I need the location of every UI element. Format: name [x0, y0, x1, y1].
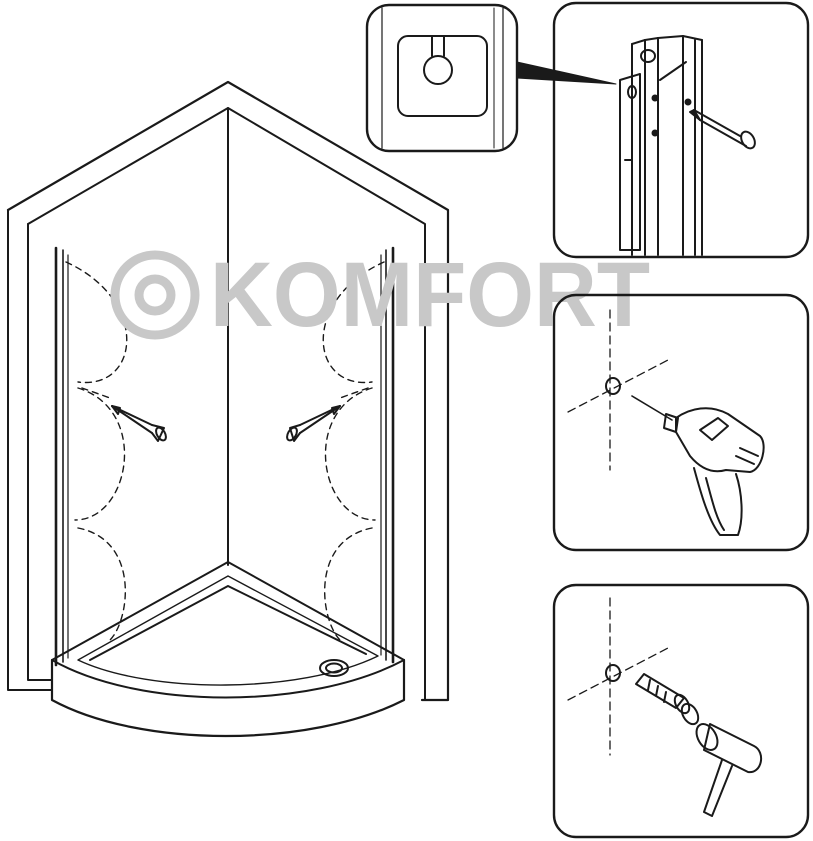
hammer-icon: [692, 720, 761, 816]
pencil-icon: [112, 406, 168, 442]
drain: [320, 660, 348, 676]
corner-walls: [8, 82, 448, 700]
detail-zoom-panel: [367, 5, 616, 151]
wall-plug-icon: [636, 674, 702, 727]
left-door-dashed-arcs: [66, 262, 127, 640]
right-door-dashed-arcs: [323, 262, 384, 640]
left-wall-profile: [56, 248, 68, 665]
pencil-icon: [285, 406, 340, 442]
shower-tray: [52, 562, 404, 736]
drill-panel: [554, 295, 808, 550]
concentric-circle-logo-icon: [115, 255, 195, 335]
electric-drill-icon: [632, 396, 764, 535]
plug-hammer-panel: [554, 585, 808, 837]
right-wall-profile: [381, 248, 393, 662]
pencil-icon: [690, 110, 758, 151]
shower-corner-scene: [8, 82, 448, 736]
profile-mark-panel: [554, 3, 808, 257]
